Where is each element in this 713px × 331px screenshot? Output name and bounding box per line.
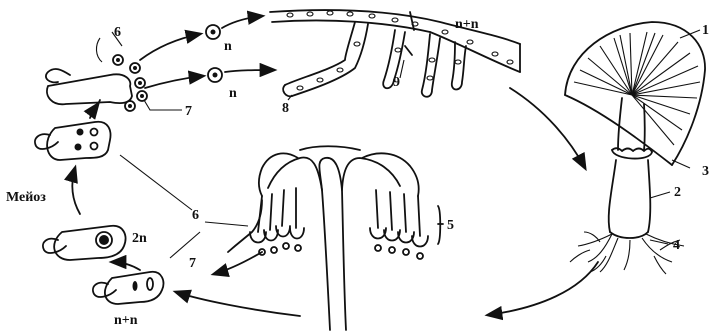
label-n-lower: n	[229, 86, 237, 101]
basidium-zygote-2n	[43, 226, 126, 260]
mushroom-stem	[618, 98, 622, 150]
basidium-four-nuclei	[35, 122, 111, 160]
label-8: 8	[282, 101, 289, 116]
label-9: 9	[393, 75, 400, 90]
label-1: 1	[702, 23, 709, 38]
label-7-top: 7	[185, 104, 192, 119]
label-6-mid: 6	[192, 208, 199, 223]
label-2n: 2n	[132, 231, 147, 246]
top-arrows	[140, 16, 274, 88]
hymenium-section	[228, 146, 443, 330]
released-spores	[206, 25, 222, 82]
young-basidium-n-plus-n	[93, 272, 164, 304]
label-n-plus-n-mycelium: n+n	[455, 17, 479, 32]
mushroom-gills	[574, 32, 700, 145]
label-n-plus-n-bottom: n+n	[114, 313, 138, 328]
brace-5	[438, 206, 443, 244]
label-2: 2	[674, 185, 681, 200]
label-5: 5	[447, 218, 454, 233]
label-6-top: 6	[114, 25, 121, 40]
label-3: 3	[702, 164, 709, 179]
bottom-cycle-arrows	[176, 252, 598, 316]
label-4: 4	[673, 238, 680, 253]
label-meiosis: Мейоз	[6, 190, 46, 205]
basidium-with-spores-top	[46, 38, 147, 111]
label-n-upper: n	[224, 39, 232, 54]
label-7-bottom: 7	[189, 256, 196, 271]
mushroom-fruiting-body	[565, 22, 705, 274]
